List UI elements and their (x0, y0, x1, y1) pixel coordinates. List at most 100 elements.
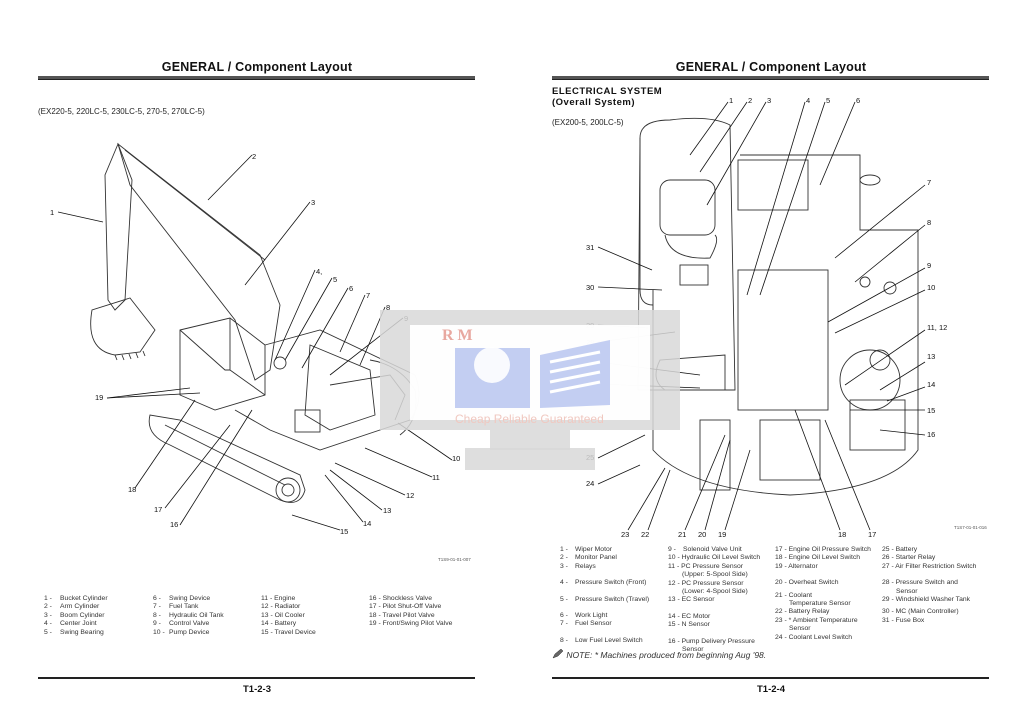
legend-column-1: 1 -Bucket Cylinder 2 -Arm Cylinder 3 -Bo… (44, 595, 108, 637)
callout-label: 6 (349, 284, 353, 293)
right-page-header: GENERAL / Component Layout (675, 60, 867, 74)
callout-label: 30 (586, 283, 594, 292)
callout-label: 11, 12 (927, 323, 947, 332)
callout-label: 17 (154, 505, 162, 514)
arm-outline (104, 142, 133, 311)
legend-item: 18 - Engine Oil Level Switch (775, 554, 861, 562)
legend-item: 14 - Battery (261, 620, 297, 628)
callout-label: 6 (856, 96, 860, 105)
callout-label: 21 (678, 530, 686, 539)
callout-label: 17 (868, 530, 876, 539)
legend-item: 11 - Engine (261, 595, 296, 602)
track-outline (148, 414, 306, 503)
callout-label: 10 (927, 283, 935, 292)
right-page: GENERAL / Component Layout ELECTRICAL SY… (514, 0, 1028, 728)
callout-label: 19 (718, 530, 726, 539)
legend-item: 9 -Solenoid Valve Unit (668, 546, 742, 553)
figure-id: T1S9-01-01-007 (438, 557, 471, 562)
legend-item: 5 -Pressure Switch (Travel) (560, 595, 650, 603)
section-title: ELECTRICAL SYSTEM (Overall System) (552, 86, 663, 108)
legend-column-3: 17 - Engine Oil Pressure Switch 18 - Eng… (775, 546, 885, 642)
cab-outline (179, 317, 266, 411)
callout-label: 14 (363, 519, 371, 528)
header-rule (552, 76, 989, 80)
legend-item: 13 - EC Sensor (668, 596, 715, 604)
note-text: * Machines produced from beginning Aug '… (594, 650, 767, 660)
callout-label: 8 (386, 303, 390, 312)
callout-label: 24 (586, 479, 594, 488)
legend-item: 15 - Travel Device (261, 628, 316, 636)
callout-label: 13 (927, 352, 935, 361)
callout-label: 12 (406, 491, 414, 500)
footer-rule (38, 677, 475, 679)
page-number: T1-2-3 (243, 684, 271, 695)
hydraulic-area (737, 269, 829, 411)
legend-item: 18 - Travel Pilot Valve (369, 611, 435, 619)
legend-item: 10 - Hydraulic Oil Level Switch (668, 554, 761, 562)
legend-item: 15 - N Sensor (668, 621, 710, 629)
callout-label: 2 (748, 96, 752, 105)
legend-item: 9 -Control Valve (153, 620, 210, 628)
pencil-note-icon (552, 648, 564, 659)
legend-item: 29 - Windshield Washer Tank (882, 596, 971, 604)
callout-label: 9 (404, 314, 408, 323)
callout-label: 28 (586, 338, 594, 347)
callout-label: 31 (586, 243, 594, 252)
model-list: (EX200-5, 200LC-5) (552, 118, 624, 127)
callout-label: 13 (383, 506, 391, 515)
legend-column-1: 1 -Wiper Motor 2 -Monitor Panel 3 -Relay… (560, 546, 665, 645)
legend-item: 20 - Overheat Switch (775, 579, 839, 587)
callout-label: 23 (621, 530, 629, 539)
callout-label: 26 (586, 380, 594, 389)
cab-outline (637, 117, 736, 391)
bucket-outline (90, 297, 156, 356)
callout-label: 1 (729, 96, 733, 105)
callout-label: 29 (586, 321, 594, 330)
callout-label: 2 (252, 152, 256, 161)
callout-label: 19 (95, 393, 103, 402)
legend-item: 12 - PC Pressure Sensor(Lower: 4-Spool S… (668, 579, 748, 596)
callout-label: 16 (927, 430, 935, 439)
legend-item: 2 -Arm Cylinder (44, 603, 100, 611)
legend-item: 8 -Hydraulic Oil Tank (153, 611, 224, 619)
legend-item: 8 -Low Fuel Level Switch (560, 636, 643, 644)
legend-item: 16 - Shockless Valve (369, 595, 432, 602)
legend-item: 7 -Fuel Tank (153, 603, 199, 611)
note-label: NOTE: (566, 650, 593, 660)
legend-item: 6 -Swing Device (153, 595, 211, 602)
legend-item: 22 - Battery Relay (775, 608, 830, 616)
header-rule (38, 76, 475, 80)
page-number: T1-2-4 (757, 684, 785, 695)
callout-label: 5 (826, 96, 830, 105)
legend-item: 10 -Pump Device (153, 628, 210, 636)
legend-item: 5 -Swing Bearing (44, 628, 104, 636)
legend-item: 4 -Pressure Switch (Front) (560, 579, 647, 587)
legend-item: 24 - Coolant Level Switch (775, 633, 853, 641)
legend-item: 6 -Work Light (560, 612, 608, 620)
callout-label: 27 (586, 358, 594, 367)
callout-label: 15 (340, 527, 348, 536)
legend-item: 17 - Engine Oil Pressure Switch (775, 546, 871, 553)
note: NOTE: * Machines produced from beginning… (552, 648, 782, 660)
legend-item: 1 -Wiper Motor (560, 546, 613, 553)
callout-label: 10 (452, 454, 460, 463)
callout-label: 8 (927, 218, 931, 227)
left-page: GENERAL / Component Layout (EX220-5, 220… (38, 60, 475, 695)
callout-label: 4 (806, 96, 810, 105)
callout-label: 7 (927, 178, 931, 187)
upper-structure-outline (234, 329, 420, 451)
legend-column-2: 9 -Solenoid Valve Unit 10 - Hydraulic Oi… (668, 546, 778, 654)
callout-label: 18 (128, 485, 136, 494)
callout-label: 15 (927, 406, 935, 415)
figure-id: T1S7-01-01-016 (954, 525, 987, 530)
legend-item: 2 -Monitor Panel (560, 554, 617, 562)
legend-item: 3 -Relays (560, 562, 596, 570)
legend-item: 1 -Bucket Cylinder (44, 595, 108, 602)
legend-item: 19 - Alternator (775, 562, 818, 570)
legend-item: 13 - Oil Cooler (261, 611, 305, 619)
callout-label: 14 (927, 380, 935, 389)
